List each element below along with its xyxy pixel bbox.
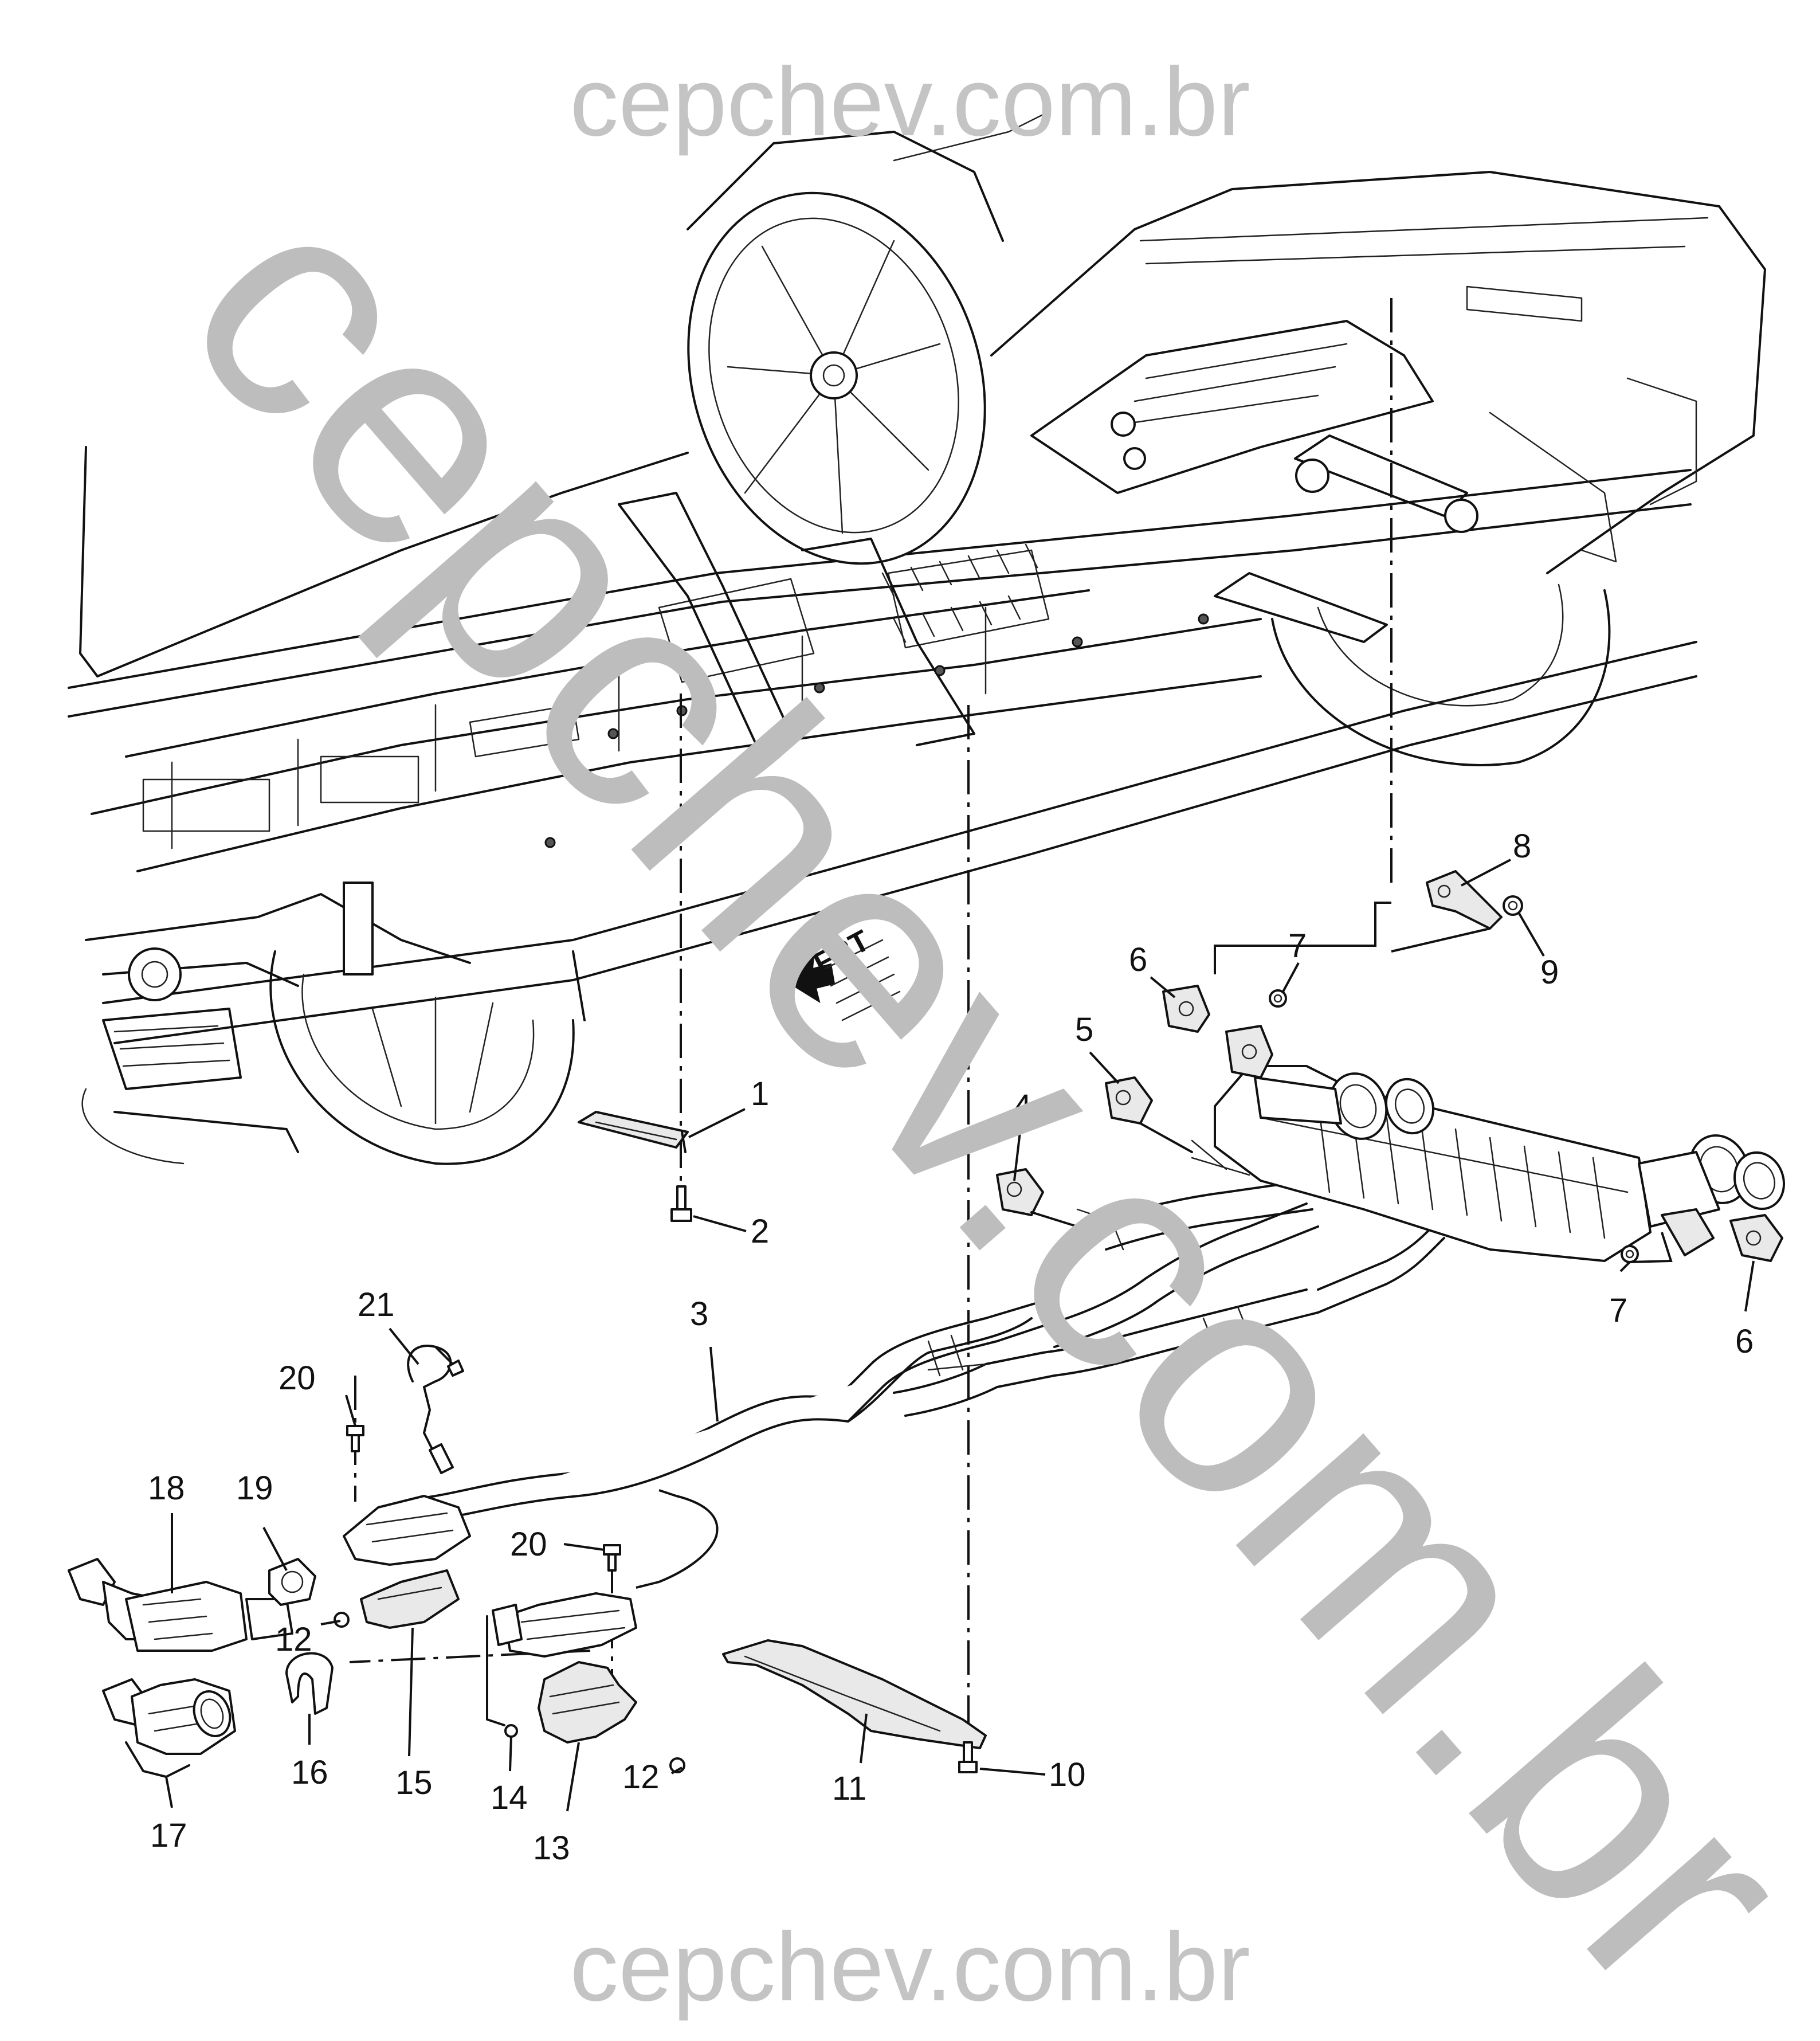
vehicle-underbody (68, 113, 1766, 1165)
converter-left-bank-upper (343, 1495, 471, 1566)
callout-6-lower: 6 (1735, 1323, 1754, 1360)
phantom-line-16 (349, 1650, 591, 1663)
rear-tail-panel (1626, 377, 1697, 506)
front-tire (269, 950, 575, 1165)
insulator-5 (1105, 1076, 1193, 1153)
rocker-upper-edge (68, 469, 1692, 689)
callout-9: 9 (1540, 954, 1559, 991)
nut-7-lower (1621, 1245, 1639, 1263)
front-suspension (81, 882, 471, 1165)
nut-7-upper (1269, 989, 1287, 1008)
bracket-6-lower (1661, 1208, 1715, 1256)
frt-arrow-icon (785, 954, 836, 1004)
callout-11: 11 (832, 1770, 866, 1807)
nut-9 (1503, 895, 1523, 916)
bolt-10 (958, 1741, 978, 1773)
callout-21: 21 (358, 1286, 395, 1323)
converter-18 (68, 1558, 293, 1652)
rear-fascia-outline (990, 171, 1766, 574)
hanger-rod-front (1076, 1208, 1124, 1251)
watermark-top: cepchev.com.br (570, 48, 1250, 156)
callout-12-left: 12 (275, 1621, 312, 1658)
bolt-20-lower (603, 1544, 621, 1572)
callout-12-right: 12 (622, 1758, 660, 1796)
bracket-line-8 (1214, 902, 1391, 974)
hanger-rod-mid (1191, 1139, 1227, 1170)
callout-8: 8 (1513, 828, 1531, 865)
rear-upper-link (1294, 434, 1468, 517)
exhaust-pipe-assembly-3 (401, 1139, 1445, 1589)
heat-shield-11 (722, 1639, 987, 1749)
bracket-line-8b (1391, 927, 1490, 953)
floor-side-sill-lower (113, 675, 1697, 1044)
callout-19: 19 (236, 1470, 273, 1507)
fascia-crease-2 (1145, 245, 1686, 265)
phantom-lines (349, 298, 1490, 1765)
rear-wheel-arch (687, 131, 1004, 242)
callout-13: 13 (533, 1830, 570, 1867)
insulator-4 (996, 1168, 1078, 1228)
floor-side-sill (102, 641, 1697, 1004)
far-rear-tire (1271, 589, 1611, 766)
exhaust-tip-right-2 (1733, 1151, 1786, 1211)
rear-rim (708, 217, 959, 534)
far-rear-rim (1317, 583, 1564, 707)
bracket-8 (1426, 870, 1503, 930)
callout-17: 17 (150, 1817, 187, 1854)
callout-7-upper: 7 (1288, 927, 1307, 965)
fascia-opening (1466, 285, 1583, 322)
converter-right-bank (492, 1592, 637, 1658)
callout-4: 4 (1013, 1088, 1031, 1125)
clamp-16 (285, 1652, 334, 1715)
rear-lower-link (1214, 572, 1388, 643)
exhaust-tip-left-2 (1384, 1078, 1435, 1135)
callout-5: 5 (1075, 1011, 1093, 1048)
callout-2: 2 (751, 1213, 769, 1250)
oxygen-sensor-21 (407, 1345, 464, 1474)
fender-line (893, 113, 1044, 162)
converter-17 (102, 1678, 236, 1778)
floor-pan (91, 320, 1478, 872)
callout-6-upper: 6 (1129, 941, 1147, 978)
callout-10: 10 (1049, 1756, 1086, 1793)
heat-shield-1 (578, 1111, 689, 1153)
callout-18: 18 (148, 1470, 185, 1507)
leader-lines (165, 859, 1755, 1812)
callout-1: 1 (751, 1075, 769, 1112)
clamp-19 (268, 1558, 316, 1606)
callout-16: 16 (291, 1754, 328, 1791)
insulator-6-upper-mounted (1225, 1025, 1273, 1079)
callout-14: 14 (491, 1779, 528, 1816)
body-side-outline (79, 446, 689, 677)
front-rim-spokes (371, 996, 494, 1125)
callout-3: 3 (690, 1295, 708, 1333)
fascia-crease (1139, 217, 1709, 242)
heat-shield-13 (538, 1661, 637, 1744)
bolt-2 (670, 1185, 692, 1222)
rocker-lower-edge (68, 503, 1692, 718)
frt-steps (824, 939, 901, 1021)
rear-diffuser (1489, 412, 1617, 563)
heat-shield-15 (360, 1569, 460, 1629)
insulator-6-lower (1729, 1214, 1783, 1262)
rear-wheel-spokes (727, 240, 941, 534)
callout-15: 15 (395, 1764, 433, 1801)
callout-7-lower: 7 (1609, 1292, 1627, 1329)
sill-step (572, 950, 586, 1021)
nut-12-left (334, 1612, 350, 1628)
callout-20-lower: 20 (510, 1526, 547, 1563)
bolt-20-upper (346, 1425, 364, 1452)
watermark-bottom: cepchev.com.br (570, 1913, 1250, 2022)
callout-20-upper: 20 (279, 1360, 316, 1397)
front-rim (301, 973, 535, 1130)
callouts: 1 2 3 4 5 6 6 7 7 8 9 10 11 12 12 13 14 … (148, 828, 1754, 1867)
